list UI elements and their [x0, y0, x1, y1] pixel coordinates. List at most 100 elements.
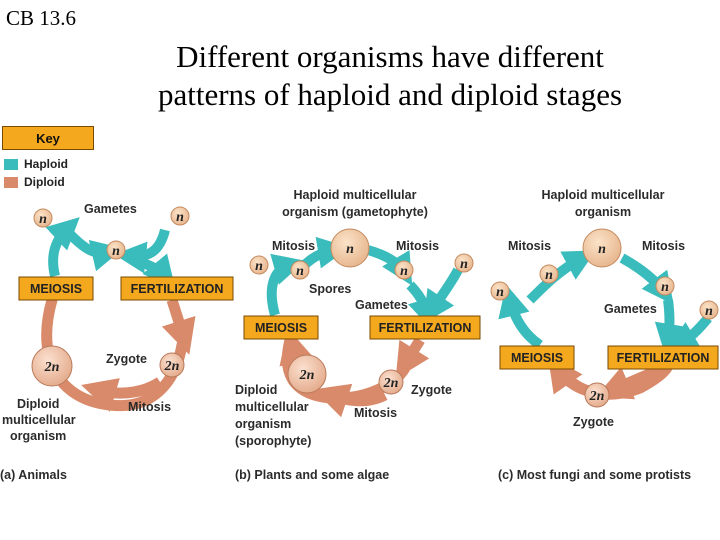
panel-a-mitosis-label: Mitosis — [128, 400, 171, 414]
panel-c-cell-3 — [655, 276, 675, 296]
panel-b-zygote-cell — [378, 369, 404, 395]
title-line-1: Different organisms have different — [176, 39, 604, 74]
panel-c-fertilization-box — [607, 345, 719, 370]
slide-title: Different organisms have different patte… — [90, 38, 690, 114]
panel-b-gamete-n-2: n — [460, 257, 468, 272]
panel-c-caption: (c) Most fungi and some protists — [498, 468, 691, 482]
panel-b-meiosis-label: MEIOSIS — [255, 321, 307, 335]
panel-b-fertilization-label: FERTILIZATION — [379, 321, 472, 335]
panel-b-meiosis-box — [243, 315, 319, 340]
panel-a-gamete-n-right: n — [176, 210, 184, 225]
panel-c-haploid-org-line2: organism — [575, 205, 631, 219]
panel-a-zygote-cell — [159, 352, 185, 378]
panel-a-zygote-2n: 2n — [164, 359, 180, 374]
panel-b-gametophyte-cell — [330, 228, 370, 268]
panel-a-gamete-n-left: n — [39, 212, 47, 227]
panel-b-gamete-n-1: n — [400, 264, 408, 279]
panel-c-cell-n-4: n — [705, 304, 713, 319]
panel-b-sporophyte-cell — [287, 354, 327, 394]
panel-b-gametophyte-n: n — [346, 242, 354, 257]
panel-c-gametes-label: Gametes — [604, 302, 657, 316]
panel-c-fertilization-arrow-down — [595, 360, 671, 400]
panel-c-mitosis-right-label: Mitosis — [642, 239, 685, 253]
key-diploid-label: Diploid — [24, 175, 65, 189]
panel-c-zygote-2n: 2n — [589, 389, 605, 404]
panel-c-mitosis-left-label: Mitosis — [508, 239, 551, 253]
panel-c-haploid-organism-n: n — [598, 242, 606, 257]
panel-b-gametes-label: Gametes — [355, 298, 408, 312]
key-haploid-label: Haploid — [24, 157, 68, 171]
panel-a-organism-line2: multicellular — [2, 413, 76, 427]
panel-c-zygote-cell — [584, 382, 610, 408]
haploid-swatch — [4, 158, 18, 170]
panel-b-spore-cell-2 — [290, 260, 310, 280]
panel-b-sporophyte-2n: 2n — [299, 368, 315, 383]
panel-b-diploid-org-line1: Diploid — [235, 383, 277, 397]
panel-a-diploid-2n: 2n — [44, 360, 60, 375]
panel-a-gametes-label: Gametes — [84, 202, 137, 216]
panel-a: n n n Gametes MEIOSIS FERTILIZATION 2n 2… — [0, 202, 234, 482]
panel-b-spore-n-2: n — [296, 264, 304, 279]
panel-c-gamete-right-arrow — [666, 314, 712, 353]
title-line-2: patterns of haploid and diploid stages — [157, 77, 623, 112]
key-haploid: Haploid — [4, 157, 68, 171]
panel-c-cell-n-2: n — [496, 285, 504, 300]
slide-id: CB 13.6 — [6, 6, 77, 30]
panel-a-gamete-cell-left — [33, 208, 53, 228]
panel-b-zygote-label: Zygote — [411, 383, 452, 397]
panel-a-fertilization-arrow — [128, 253, 176, 289]
panel-b-fertilization-arrow — [406, 281, 439, 331]
panel-a-mitosis-arrow — [81, 377, 163, 412]
panel-c-haploid-org-line1: Haploid multicellular — [542, 188, 665, 202]
panel-b-fertilization-down-arrow — [395, 337, 430, 379]
panel-a-gamete-cell-center — [106, 240, 126, 260]
panel-b-diploid-org-line3: organism — [235, 417, 291, 431]
panel-a-caption: (a) Animals — [0, 468, 67, 482]
panel-a-fertilization-box — [120, 276, 234, 301]
panel-b-mitosis-left-label: Mitosis — [272, 239, 315, 253]
key-title: Key — [2, 126, 94, 150]
panel-c-cell-4 — [699, 300, 719, 320]
panel-c-meiosis-box — [499, 345, 575, 370]
panel-b-gamete-right-arrow — [423, 267, 463, 324]
panel-c-zygote-label: Zygote — [573, 415, 614, 429]
panel-b-diploid-org-line4: (sporophyte) — [235, 434, 311, 448]
panel-b-spores-arrow — [266, 253, 306, 317]
panel-b-spore-cell-1 — [249, 255, 269, 275]
panel-a-gamete-cell-right — [170, 206, 190, 226]
panel-b-spores-label: Spores — [309, 282, 351, 296]
panel-c-cell-n-3: n — [661, 280, 669, 295]
panel-b-gamete-cell-1 — [394, 260, 414, 280]
panel-b-zygote-2n: 2n — [383, 376, 399, 391]
panel-c-cell-1 — [539, 264, 559, 284]
panel-c-cell-n-1: n — [545, 268, 553, 283]
panel-b-mitosis-bottom-label: Mitosis — [354, 406, 397, 420]
panel-b-fertilization-box — [369, 315, 481, 340]
panel-b-caption: (b) Plants and some algae — [235, 468, 389, 482]
panel-a-diploid-organism-cell — [31, 345, 73, 387]
panel-a-zygote-label: Zygote — [106, 352, 147, 366]
panel-c-meiosis-up-arrow — [498, 284, 543, 350]
panel-a-meiosis-label: MEIOSIS — [30, 282, 82, 296]
panel-a-organism-line3: organism — [10, 429, 66, 443]
panel-b-diploid-org-line2: multicellular — [235, 400, 309, 414]
key-diploid: Diploid — [4, 175, 65, 189]
panel-a-meiosis-up-arrow — [45, 217, 80, 278]
panel-b-haploid-org-line2: organism (gametophyte) — [282, 205, 428, 219]
panel-a-gamete-n-center: n — [112, 244, 120, 259]
diploid-swatch — [4, 176, 18, 188]
panel-b-mitosis-arrow — [313, 383, 388, 418]
panel-a-fertilization-label: FERTILIZATION — [131, 282, 224, 296]
panel-a-organism-line1: Diploid — [17, 397, 59, 411]
panel-b-mitosis-right-label: Mitosis — [396, 239, 439, 253]
panel-a-gamete-left-arrow — [64, 228, 124, 272]
panel-c-haploid-organism-cell — [582, 228, 622, 268]
panel-a-meiosis-box — [18, 276, 94, 301]
panel-c: Haploid multicellular organism n Mitosis… — [490, 188, 719, 482]
panel-c-meiosis-label: MEIOSIS — [511, 351, 563, 365]
panel-c-cell-2 — [490, 281, 510, 301]
panel-c-gamete-arrow — [654, 299, 687, 356]
panel-b-gamete-cell-2 — [454, 253, 474, 273]
panel-a-gamete-right-arrow — [114, 228, 170, 274]
